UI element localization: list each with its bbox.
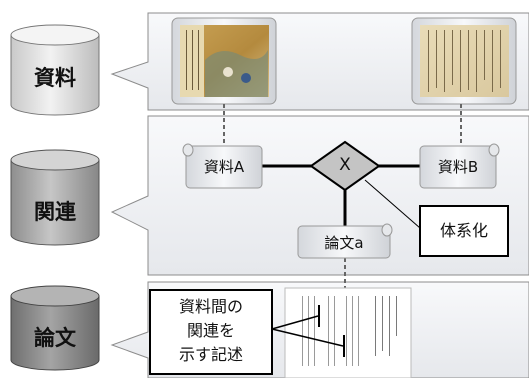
papers-database-icon xyxy=(10,285,100,371)
systematization-pointer xyxy=(364,179,421,229)
paper-a-label: 論文a xyxy=(324,234,364,252)
materials-database-icon xyxy=(10,24,100,116)
material-a-node xyxy=(182,143,263,189)
material-b-label: 資料B xyxy=(437,158,479,176)
paper-a-node xyxy=(297,223,393,259)
material-b-scroll-image xyxy=(411,17,517,105)
relations-database-icon xyxy=(10,149,100,246)
material-a-label: 資料A xyxy=(203,158,245,176)
systematization-box xyxy=(419,205,509,257)
material-a-scroll-image xyxy=(171,17,277,105)
relation-diamond-label: X xyxy=(339,155,351,175)
relation-description-line-3: 示す記述 xyxy=(178,345,243,364)
relations-database-label: 関連 xyxy=(34,200,76,224)
papers-database-label: 論文 xyxy=(34,326,76,350)
paper-document-image xyxy=(284,287,412,378)
relation-description-line-1: 資料間の xyxy=(178,297,243,316)
description-pointer-bottom xyxy=(271,328,344,347)
relation-diamond xyxy=(309,140,381,192)
relation-description-line-2: 関連を xyxy=(186,321,235,340)
materials-database-label: 資料 xyxy=(34,66,76,90)
relation-description-box xyxy=(149,289,273,375)
material-b-node xyxy=(419,143,500,189)
description-pointer-top xyxy=(271,315,319,330)
systematization-label: 体系化 xyxy=(439,221,488,240)
